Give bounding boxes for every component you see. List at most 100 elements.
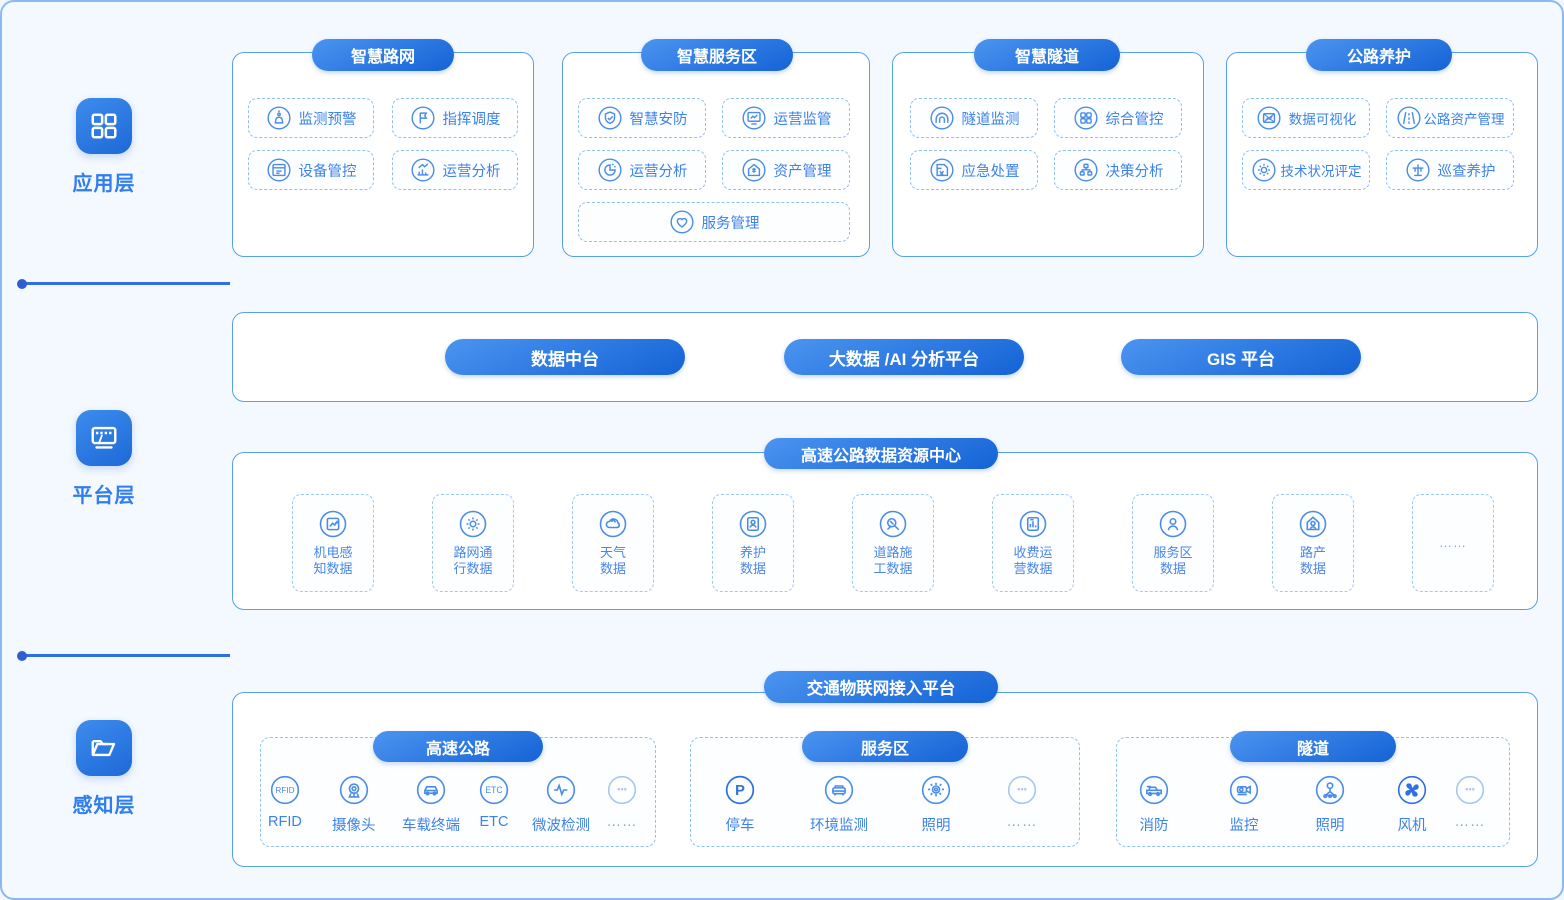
platform-button-data-midend[interactable]: 数据中台 [445,339,685,375]
network-gear-icon [459,510,487,538]
svg-text:P: P [735,783,745,799]
app-item-technical-condition-assessment[interactable]: 技术状况评定 [1242,150,1370,190]
ellipsis-icon: …… [1439,535,1467,550]
perception-node-label: ETC [479,814,509,830]
layer-label-application: 应用层 [48,98,160,196]
perception-node-label: 停车 [725,818,755,834]
svg-text:•••: ••• [1017,785,1027,795]
data-item-road-property[interactable]: 路产 数据 [1272,494,1354,592]
app-item-road-asset-management[interactable]: 公路资产管理 [1386,98,1514,138]
data-item-label: 道路施 工数据 [873,545,913,576]
data-item-weather[interactable]: 天气 数据 [572,494,654,592]
perception-node-camera[interactable]: 摄像头 [332,774,376,835]
perception-node-fan[interactable]: 风机 [1396,774,1428,835]
perception-node-more[interactable]: ••• …… [606,774,638,830]
perception-node-surveillance[interactable]: 监控 [1228,774,1260,835]
layer-label-platform: 平台层 [48,410,160,508]
app-item-monitoring-alert[interactable]: 监测预警 [248,98,374,138]
app-item-decision-analysis[interactable]: 决策分析 [1054,150,1182,190]
environment-icon [824,775,854,805]
perception-node-rfid[interactable]: RFID RFID [268,774,302,830]
perception-node-microwave-detection[interactable]: 微波检测 [532,774,590,835]
app-item-label: 决策分析 [1105,163,1164,180]
perception-node-vehicle-terminal[interactable]: 车载终端 [402,774,460,835]
layer-label-text: 平台层 [72,485,136,507]
svg-text:RFID: RFID [275,786,294,795]
app-item-inspection-maintenance[interactable]: 巡查养护 [1386,150,1514,190]
ellipsis-icon: ••• [607,775,637,805]
app-item-label: 综合管控 [1105,111,1164,128]
perception-node-lighting[interactable]: 照明 [920,774,952,835]
perception-node-environment-monitoring[interactable]: 环境监测 [810,774,868,835]
data-item-road-construction[interactable]: 道路施 工数据 [852,494,934,592]
app-item-label: 技术状况评定 [1280,164,1362,179]
app-item-label: 服务管理 [701,215,760,232]
app-item-service-management[interactable]: 服务管理 [578,202,850,242]
etc-icon: ETC [479,775,509,805]
vehicle-terminal-icon [416,775,446,805]
perception-node-label: 摄像头 [332,818,376,834]
app-item-label: 运营监管 [773,111,832,128]
tunnel-light-icon [1315,775,1345,805]
lighting-icon [921,775,951,805]
data-item-maintenance[interactable]: 养护 数据 [712,494,794,592]
fire-truck-icon [1139,775,1169,805]
data-item-label: 路网通 行数据 [453,545,493,576]
app-item-comprehensive-control[interactable]: 综合管控 [1054,98,1182,138]
folder-icon [76,720,132,776]
construction-icon [879,510,907,538]
app-item-smart-security[interactable]: 智慧安防 [578,98,706,138]
app-item-asset-management[interactable]: 资产管理 [722,150,850,190]
app-panel-title: 智慧服务区 [641,39,793,71]
app-item-operation-analysis[interactable]: 运营分析 [578,150,706,190]
data-item-electromechanical-sensing[interactable]: 机电感 知数据 [292,494,374,592]
perception-node-label: …… [1006,814,1038,830]
app-item-label: 应急处置 [961,163,1020,180]
perception-node-label: 照明 [921,818,951,834]
perception-node-etc[interactable]: ETC ETC [478,774,510,830]
data-item-more[interactable]: …… [1412,494,1494,592]
app-panel-title: 公路养护 [1306,39,1452,71]
device-list-icon [266,158,291,182]
perception-node-label: 照明 [1315,818,1345,834]
perception-title: 交通物联网接入平台 [764,671,998,703]
perception-node-label: 消防 [1139,818,1169,834]
app-item-operation-supervision[interactable]: 运营监管 [722,98,850,138]
perception-node-more[interactable]: ••• …… [1006,774,1038,830]
app-item-device-control[interactable]: 设备管控 [248,150,374,190]
divider-platform-perception [17,650,230,661]
grid-icon [76,98,132,154]
monitor-chart-icon [741,106,766,130]
perception-node-parking[interactable]: P 停车 [724,774,756,835]
data-item-service-area[interactable]: 服务区 数据 [1132,494,1214,592]
flag-icon [410,106,435,130]
perception-node-more[interactable]: ••• …… [1454,774,1486,830]
app-item-operation-analysis[interactable]: 运营分析 [392,150,518,190]
layer-label-text: 应用层 [72,173,136,195]
platform-button-gis[interactable]: GIS 平台 [1121,339,1361,375]
app-panel-title: 智慧隧道 [974,39,1120,71]
app-item-label: 资产管理 [773,163,832,180]
weather-cloud-icon [599,510,627,538]
platform-button-bigdata-ai[interactable]: 大数据 /AI 分析平台 [784,339,1024,375]
app-item-emergency-response[interactable]: 应急处置 [910,150,1038,190]
perception-node-label: …… [606,814,638,830]
monitor-icon [76,410,132,466]
app-item-data-visualization[interactable]: 数据可视化 [1242,98,1370,138]
sensor-chart-icon [319,510,347,538]
person-icon [1159,510,1187,538]
perception-node-tunnel-lighting[interactable]: 照明 [1314,774,1346,835]
data-item-road-network-traffic[interactable]: 路网通 行数据 [432,494,514,592]
divider-application-platform [17,278,230,289]
camera-icon [339,775,368,805]
perception-node-fire-protection[interactable]: 消防 [1138,774,1170,835]
ellipsis-icon: ••• [1455,775,1485,805]
app-item-label: 运营分析 [629,163,688,180]
data-item-toll-operation[interactable]: 收费运 营数据 [992,494,1074,592]
data-item-label: 天气 数据 [599,545,626,576]
data-resource-center-title: 高速公路数据资源中心 [764,438,998,469]
app-item-command-dispatch[interactable]: 指挥调度 [392,98,518,138]
gear-icon [1251,158,1276,182]
app-item-tunnel-monitoring[interactable]: 隧道监测 [910,98,1038,138]
